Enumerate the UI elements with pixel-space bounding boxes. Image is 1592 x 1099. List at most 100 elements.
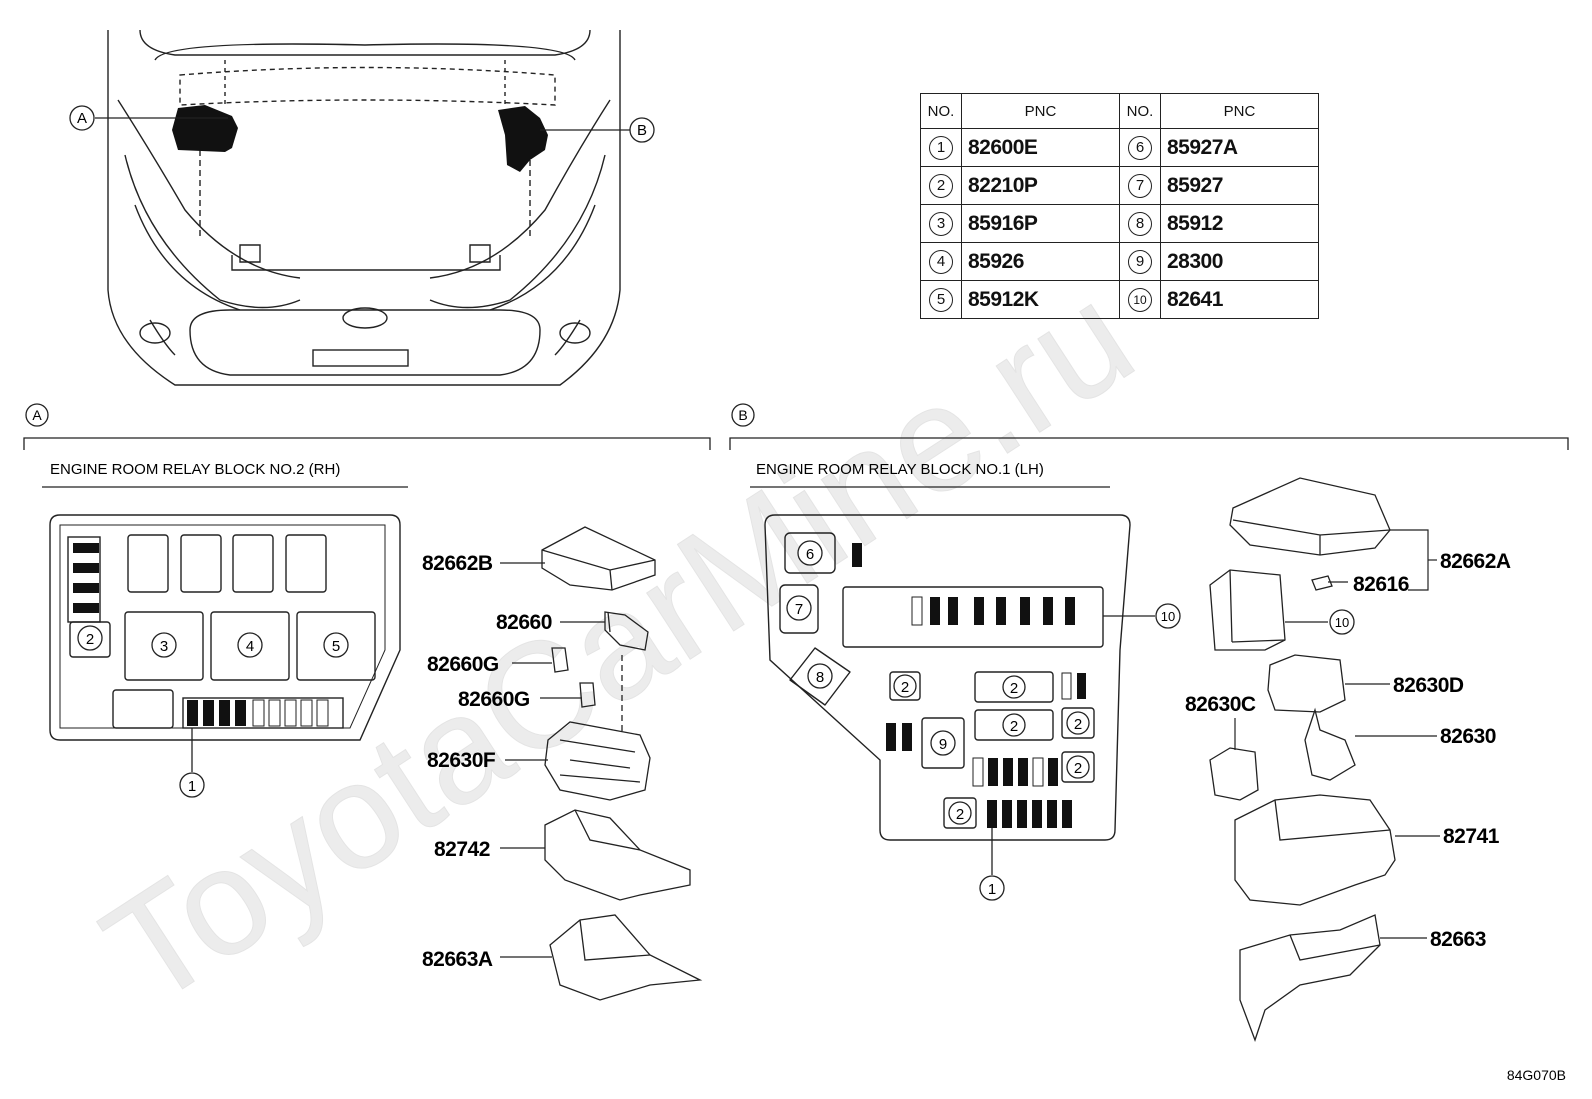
header-no-2: NO.	[1119, 93, 1161, 129]
part-b-10-callout: 10	[1329, 609, 1355, 635]
row-number: 10	[1128, 287, 1152, 312]
callout-a-marker: A	[69, 105, 95, 131]
svg-text:A: A	[77, 110, 87, 127]
row-number: 8	[1128, 211, 1152, 236]
svg-text:8: 8	[816, 669, 824, 686]
part-a-82660: 82660	[496, 611, 552, 634]
diagram-code: 84G070B	[1507, 1067, 1566, 1083]
svg-text:5: 5	[332, 638, 340, 655]
part-b-82630d: 82630D	[1393, 674, 1464, 697]
part-b-82663: 82663	[1430, 928, 1486, 951]
slot-b-8: 8	[807, 663, 833, 689]
pnc-table: NO. PNC NO. PNC 1 82600E 6 85927A 2 8221…	[920, 93, 1319, 319]
slot-b-1: 1	[979, 875, 1005, 901]
slot-b-2-a: 2	[893, 674, 917, 698]
svg-text:1: 1	[188, 778, 196, 795]
slot-b-6: 6	[797, 540, 823, 566]
part-b-82616: 82616	[1353, 573, 1409, 596]
svg-text:2: 2	[901, 679, 909, 696]
part-b-82662a: 82662A	[1440, 550, 1511, 573]
part-b-82741: 82741	[1443, 825, 1500, 848]
pnc-code: 28300	[1160, 242, 1319, 281]
slot-b-2-f: 2	[948, 801, 972, 825]
svg-text:1: 1	[988, 881, 996, 898]
fuse-strip-b	[852, 543, 1086, 828]
part-a-82660g-2: 82660G	[458, 688, 530, 711]
relay-block-no2-layout	[49, 514, 401, 741]
row-number: 3	[929, 211, 953, 236]
table-row: 2 82210P 7 85927	[920, 166, 1319, 205]
parts-a-illustration	[541, 526, 703, 1001]
header-no-1: NO.	[920, 93, 962, 129]
pnc-table-header: NO. PNC NO. PNC	[920, 93, 1319, 129]
slot-b-9: 9	[930, 730, 956, 756]
part-b-82630c: 82630C	[1185, 693, 1256, 716]
svg-text:2: 2	[1010, 718, 1018, 735]
part-a-82630f: 82630F	[427, 749, 496, 772]
section-a: A ENGINE ROOM RELAY BLOCK NO.2 (RH)	[23, 403, 711, 1001]
pnc-code: 85912	[1160, 204, 1319, 243]
slot-b-2-b: 2	[1002, 675, 1026, 699]
slot-b-10: 10	[1155, 603, 1181, 629]
pnc-code: 85927	[1160, 166, 1319, 205]
fuse-strip-a	[73, 543, 329, 727]
part-a-82663a: 82663A	[422, 948, 493, 971]
callout-b-marker: B	[629, 117, 655, 143]
svg-text:10: 10	[1335, 615, 1349, 630]
slot-b-2-c: 2	[1002, 713, 1026, 737]
pnc-code: 85916P	[961, 204, 1120, 243]
pnc-code: 82600E	[961, 128, 1120, 167]
svg-text:4: 4	[246, 638, 254, 655]
section-a-marker: A	[32, 407, 42, 423]
relay-block-lh-location	[498, 106, 548, 172]
parts-b-illustration	[1209, 477, 1396, 1042]
header-pnc-1: PNC	[961, 93, 1120, 129]
part-a-82660g-1: 82660G	[427, 653, 499, 676]
section-b-marker: B	[738, 407, 747, 423]
pnc-code: 85912K	[961, 280, 1120, 319]
pnc-code: 82641	[1160, 280, 1319, 319]
row-number: 6	[1128, 135, 1152, 160]
slot-a-5: 5	[323, 632, 349, 658]
svg-text:2: 2	[956, 806, 964, 823]
slot-a-4: 4	[237, 632, 263, 658]
svg-text:B: B	[637, 122, 647, 139]
row-number: 4	[929, 249, 953, 274]
row-number: 9	[1128, 249, 1152, 274]
leader-lines-a	[500, 562, 605, 958]
svg-text:2: 2	[1074, 716, 1082, 733]
svg-text:2: 2	[1074, 760, 1082, 777]
svg-text:9: 9	[939, 736, 947, 753]
row-number: 5	[929, 287, 953, 312]
header-pnc-2: PNC	[1160, 93, 1319, 129]
relay-block-no1-layout	[764, 514, 1131, 841]
row-number: 1	[929, 135, 953, 160]
pnc-code: 82210P	[961, 166, 1120, 205]
part-b-82630: 82630	[1440, 725, 1496, 748]
section-a-title: ENGINE ROOM RELAY BLOCK NO.2 (RH)	[50, 461, 340, 478]
svg-text:10: 10	[1161, 609, 1175, 624]
pnc-code: 85927A	[1160, 128, 1319, 167]
svg-text:2: 2	[1010, 680, 1018, 697]
slot-b-2-e: 2	[1066, 755, 1090, 779]
relay-block-rh-location	[172, 105, 238, 152]
table-row: 5 85912K 10 82641	[920, 280, 1319, 319]
slot-a-3: 3	[151, 632, 177, 658]
slot-b-7: 7	[786, 595, 812, 621]
svg-text:3: 3	[160, 638, 168, 655]
table-row: 3 85916P 8 85912	[920, 204, 1319, 243]
svg-text:2: 2	[86, 631, 94, 648]
svg-text:6: 6	[806, 546, 814, 563]
slot-b-2-d: 2	[1066, 711, 1090, 735]
section-b: B ENGINE ROOM RELAY BLOCK NO.1 (LH)	[729, 403, 1569, 1042]
slot-a-2: 2	[77, 625, 103, 651]
svg-text:7: 7	[795, 601, 803, 618]
part-a-82742: 82742	[434, 838, 490, 861]
section-b-title: ENGINE ROOM RELAY BLOCK NO.1 (LH)	[756, 461, 1044, 478]
part-a-82662b: 82662B	[422, 552, 493, 575]
row-number: 2	[929, 173, 953, 198]
leader-lines-b	[1234, 529, 1440, 939]
pnc-code: 85926	[961, 242, 1120, 281]
car-top-view	[107, 29, 621, 386]
